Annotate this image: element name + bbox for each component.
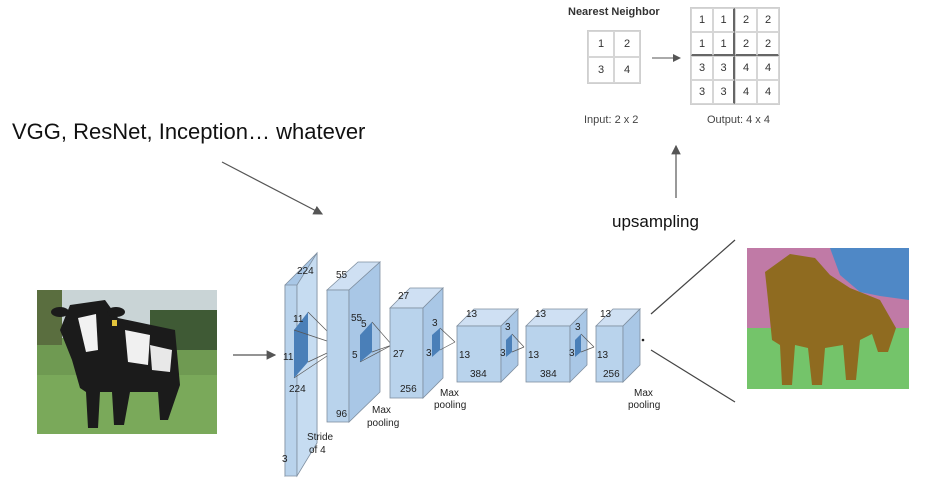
grid-cell: 3 [691, 56, 713, 80]
pool3-label: Max [634, 388, 653, 399]
layer1-kernel-b: 11 [283, 352, 294, 363]
pool2-label: Max [440, 388, 459, 399]
upper-connector [650, 239, 736, 315]
layer4-kernel-b: 3 [500, 348, 506, 359]
caption-arrow [221, 161, 324, 215]
layer5-side-label: 13 [528, 350, 540, 361]
pool1-label: Max [372, 405, 391, 416]
grid-cell: 4 [735, 56, 757, 80]
layer2-depth-label: 96 [336, 409, 348, 420]
layer4-depth-label: 384 [470, 369, 487, 380]
grid-cell: 1 [713, 8, 735, 32]
layer2-kernel-b: 5 [352, 350, 358, 361]
layer6-side-label: 13 [597, 350, 609, 361]
layer3-side-label: 27 [393, 349, 405, 360]
segmentation-output [747, 248, 909, 389]
layer5-kernel-b: 3 [569, 348, 575, 359]
layer5-block [525, 308, 595, 383]
architecture-caption: VGG, ResNet, Inception… whatever [12, 119, 366, 144]
layer1-depth-label: 3 [282, 454, 288, 465]
grid-cell: 1 [588, 31, 614, 57]
grid-cell: 1 [713, 32, 735, 56]
grid-cell: 3 [713, 80, 735, 104]
layer5-kernel-a: 3 [575, 322, 581, 333]
layer4-kernel-a: 3 [505, 322, 511, 333]
upsampling-label: upsampling [612, 212, 699, 231]
layer3-depth-label: 256 [400, 384, 417, 395]
layer4-top-label: 13 [466, 309, 478, 320]
grid-cell: 2 [735, 8, 757, 32]
grid-cell: 3 [713, 56, 735, 80]
layer3-kernel-b: 3 [426, 348, 432, 359]
grid-cell: 4 [614, 57, 640, 83]
grid-cell: 1 [691, 8, 713, 32]
layer6-top-label: 13 [600, 309, 612, 320]
pool3-label-2: pooling [628, 400, 660, 411]
grid-cell: 4 [757, 56, 779, 80]
layer1-top-label: 224 [297, 266, 314, 277]
stride-label: Stride [307, 432, 334, 443]
layer2-top-label: 55 [336, 270, 348, 281]
layer1-block [284, 251, 343, 478]
grid-cell: 2 [614, 31, 640, 57]
grid-cell: 2 [757, 8, 779, 32]
input-cow-photo [37, 290, 217, 434]
grid-cell: 2 [757, 32, 779, 56]
layer2-side-label: 55 [351, 313, 363, 324]
layer6-depth-label: 256 [603, 369, 620, 380]
input-grid: 1 2 3 4 [587, 30, 641, 84]
pool1-label-2: pooling [367, 418, 399, 429]
pool2-label-2: pooling [434, 400, 466, 411]
output-grid: 1 1 2 2 1 1 2 2 3 3 4 4 3 3 4 4 [690, 7, 780, 105]
layer6-dot [641, 338, 645, 342]
grid-cell: 3 [588, 57, 614, 83]
layer3-kernel-a: 3 [432, 318, 438, 329]
stride-label-2: of 4 [309, 445, 326, 456]
grid-cell: 2 [735, 32, 757, 56]
grid-cell: 4 [735, 80, 757, 104]
grid-cell: 1 [691, 32, 713, 56]
layer2-block [325, 261, 393, 423]
output-caption: Output: 4 x 4 [707, 114, 770, 126]
layer5-depth-label: 384 [540, 369, 557, 380]
layer2-kernel-a: 5 [361, 319, 367, 330]
grid-cell: 4 [757, 80, 779, 104]
layer4-block [456, 308, 525, 383]
layer6-block [595, 308, 641, 383]
layer3-block [389, 287, 456, 399]
lower-connector [650, 349, 736, 403]
layer1-side-label: 224 [289, 384, 306, 395]
grid-cell: 3 [691, 80, 713, 104]
nearest-neighbor-title: Nearest Neighbor [568, 6, 660, 18]
input-caption: Input: 2 x 2 [584, 114, 639, 126]
layer3-top-label: 27 [398, 291, 410, 302]
layer4-side-label: 13 [459, 350, 471, 361]
layer5-top-label: 13 [535, 309, 547, 320]
layer1-kernel-a: 11 [293, 314, 304, 325]
